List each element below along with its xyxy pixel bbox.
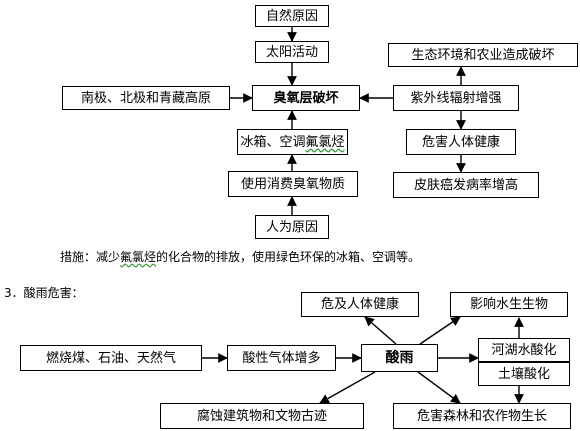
arrow-acid-to-forest — [417, 371, 461, 404]
lake-acidification-box: 河湖水酸化 — [478, 338, 570, 362]
fridge-ac-box: 冰箱、空调氟氯烃 — [237, 129, 348, 155]
arrow-acid-to-buildings — [319, 371, 376, 404]
use-ods-box: 使用消费臭氧物质 — [228, 171, 358, 197]
soil-acidification-label: 土壤酸化 — [497, 366, 550, 382]
ozone-destruction-box: 臭氧层破坏 — [252, 85, 360, 111]
endanger-health-label: 危及人体健康 — [320, 297, 399, 312]
acid-rain-label: 酸雨 — [385, 350, 414, 366]
soil-acidification-box: 土壤酸化 — [478, 362, 570, 386]
natural-cause-label: 自然原因 — [265, 8, 318, 24]
sun-activity-label: 太阳活动 — [265, 44, 318, 60]
human-health-box: 危害人体健康 — [406, 129, 516, 155]
arrow-acid-to-aquatic — [419, 316, 461, 345]
polar-regions-label: 南极、北极和青藏高原 — [80, 90, 211, 106]
fridge-ac-label: 冰箱、空调氟氯烃 — [240, 134, 345, 150]
uv-increase-box: 紫外线辐射增强 — [393, 85, 519, 111]
natural-cause-box: 自然原因 — [255, 5, 329, 27]
measures-text: 措施：减少氟氯烃的化合物的排放，使用绿色环保的冰箱、空调等。 — [60, 250, 421, 264]
aquatic-life-label: 影响水生生物 — [469, 297, 548, 312]
eco-damage-label: 生态环境和农业造成破坏 — [411, 47, 555, 63]
acid-rain-heading: 3．酸雨危害： — [4, 286, 84, 300]
human-cause-box: 人为原因 — [255, 215, 329, 239]
corrode-buildings-box: 腐蚀建筑物和文物古迹 — [160, 403, 364, 429]
fuels-label: 燃烧煤、石油、天然气 — [45, 350, 176, 366]
human-cause-label: 人为原因 — [265, 219, 318, 235]
forest-crops-box: 危害森林和农作物生长 — [393, 403, 571, 429]
measures-label: 措施： — [60, 250, 97, 264]
acid-gas-label: 酸性气体增多 — [242, 350, 321, 366]
uv-increase-label: 紫外线辐射增强 — [410, 90, 502, 106]
ozone-destruction-label: 臭氧层破坏 — [273, 90, 339, 106]
fuels-box: 燃烧煤、石油、天然气 — [20, 345, 202, 371]
polar-regions-box: 南极、北极和青藏高原 — [62, 86, 230, 110]
eco-damage-box: 生态环境和农业造成破坏 — [388, 43, 578, 67]
skin-cancer-label: 皮肤癌发病率增高 — [413, 177, 518, 193]
acid-rain-box: 酸雨 — [361, 344, 438, 372]
lake-acidification-label: 河湖水酸化 — [491, 342, 557, 358]
corrode-buildings-label: 腐蚀建筑物和文物古迹 — [196, 408, 327, 424]
acid-gas-box: 酸性气体增多 — [227, 345, 336, 371]
aquatic-life-box: 影响水生生物 — [450, 292, 568, 317]
endanger-health-box: 危及人体健康 — [301, 292, 419, 317]
arrow-acid-to-health — [364, 316, 397, 345]
human-health-label: 危害人体健康 — [421, 134, 500, 150]
skin-cancer-box: 皮肤癌发病率增高 — [393, 172, 539, 198]
sun-activity-box: 太阳活动 — [255, 41, 329, 63]
forest-crops-label: 危害森林和农作物生长 — [416, 408, 547, 424]
use-ods-label: 使用消费臭氧物质 — [240, 176, 345, 192]
